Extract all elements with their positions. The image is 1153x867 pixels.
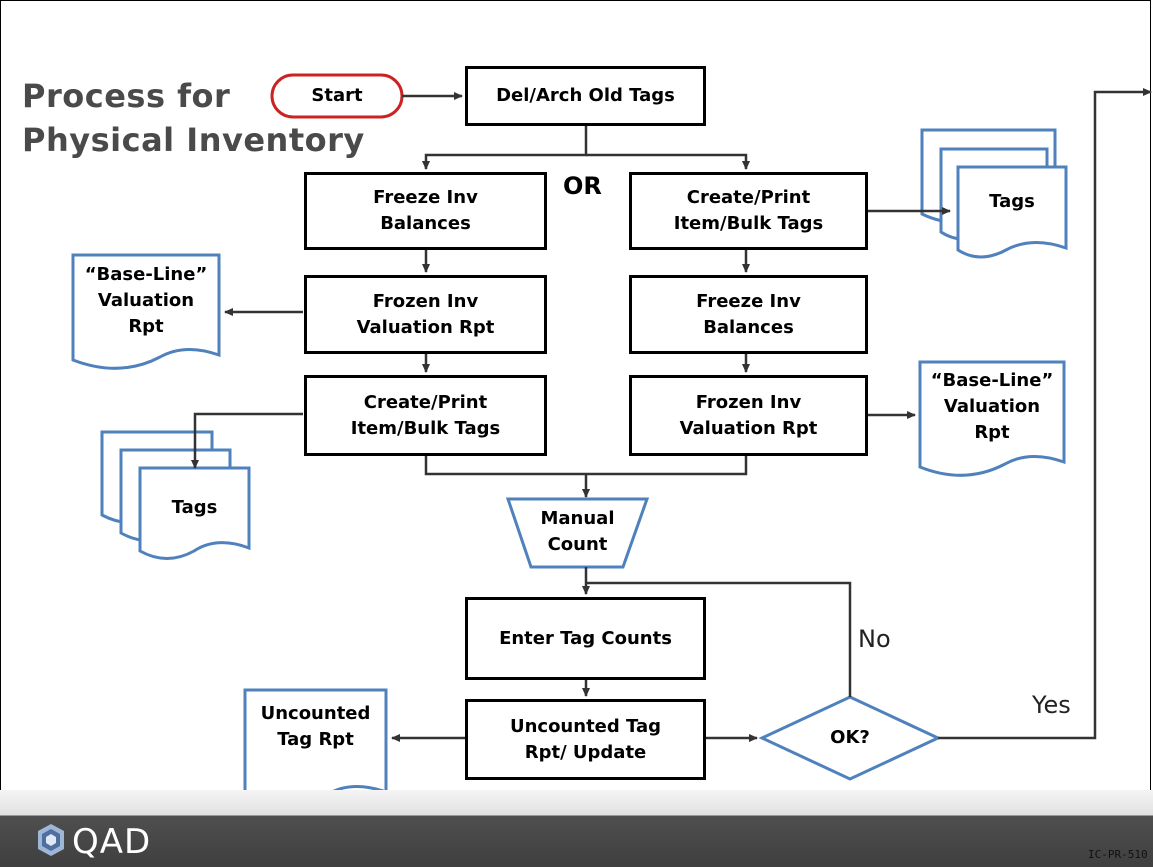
tags-doc-stack-right [920, 128, 1068, 259]
slide-code: IC-PR-510 [1088, 848, 1148, 861]
uncounted-rpt-line-2: Tag Rpt [277, 729, 354, 750]
decision-ok: OK? [800, 724, 900, 752]
baseline-right-line-2: Valuation [943, 396, 1041, 417]
del-arch-label: Del/Arch Old Tags [496, 85, 675, 106]
manual-count-line-2: Count [547, 534, 608, 555]
slide-title: Process for Physical Inventory [22, 74, 365, 162]
enter-tag-counts-label: Enter Tag Counts [499, 627, 672, 649]
uncounted-tag-rpt-doc: Uncounted Tag Rpt [245, 698, 386, 756]
edge-label-no: No [858, 625, 891, 653]
uncounted-update-box: Uncounted Tag Rpt/ Update [465, 699, 706, 780]
right-freeze-line-1: Freeze Inv [696, 290, 801, 312]
baseline-right-line-1: “Base-Line” [930, 370, 1054, 391]
right-create-tags-box: Create/Print Item/Bulk Tags [629, 172, 868, 250]
left-create-line-2: Item/Bulk Tags [350, 417, 501, 439]
left-frozen-line-1: Frozen Inv [372, 290, 479, 312]
left-freeze-inv-box: Freeze Inv Balances [304, 172, 547, 250]
manual-count-shape [505, 497, 650, 569]
tags-doc-stack-left [100, 430, 251, 560]
baseline-doc-right: “Base-Line” Valuation Rpt [920, 364, 1064, 450]
baseline-left-line-1: “Base-Line” [84, 264, 208, 285]
enter-tag-counts-box: Enter Tag Counts [465, 597, 706, 680]
right-frozen-line-2: Valuation Rpt [679, 417, 818, 439]
tags-right-label: Tags [989, 191, 1035, 212]
right-freeze-line-2: Balances [703, 316, 794, 338]
baseline-right-line-3: Rpt [974, 422, 1010, 443]
left-frozen-line-2: Valuation Rpt [356, 316, 495, 338]
decision-diamond-shape [758, 695, 942, 781]
title-line-2: Physical Inventory [22, 121, 365, 159]
uncounted-rpt-line-1: Uncounted [260, 703, 371, 724]
right-create-line-1: Create/Print [686, 187, 811, 208]
left-create-tags-box: Create/Print Item/Bulk Tags [304, 375, 547, 456]
start-terminal: Start [272, 75, 402, 117]
qad-logo-icon [38, 824, 64, 856]
left-freeze-line-2: Balances [380, 213, 471, 234]
right-frozen-rpt-box: Frozen Inv Valuation Rpt [629, 375, 868, 456]
qad-brand-text: QAD [72, 822, 152, 862]
manual-count-line-1: Manual [540, 508, 615, 529]
baseline-left-line-3: Rpt [128, 316, 164, 337]
baseline-doc-left: “Base-Line” Valuation Rpt [73, 258, 219, 344]
footer-bar [0, 790, 1153, 867]
decision-label: OK? [830, 727, 870, 748]
right-freeze-inv-box: Freeze Inv Balances [629, 275, 868, 354]
tags-left-label: Tags [171, 497, 218, 518]
title-line-1: Process for [22, 77, 231, 115]
right-frozen-line-1: Frozen Inv [695, 391, 802, 413]
edge-label-yes: Yes [1032, 691, 1071, 719]
start-label: Start [311, 85, 363, 106]
manual-count: Manual Count [515, 503, 640, 561]
baseline-doc-left-shape [71, 253, 221, 370]
left-create-line-1: Create/Print [363, 391, 488, 413]
baseline-left-line-2: Valuation [97, 290, 195, 311]
baseline-doc-right-shape [918, 360, 1066, 477]
uncounted-update-line-1: Uncounted Tag [509, 715, 662, 737]
tags-doc-right: Tags [960, 186, 1064, 218]
left-freeze-line-1: Freeze Inv [373, 187, 478, 208]
tags-doc-left: Tags [142, 492, 247, 524]
uncounted-update-line-2: Rpt/ Update [524, 741, 647, 763]
left-frozen-rpt-box: Frozen Inv Valuation Rpt [304, 275, 547, 354]
del-arch-old-tags-box: Del/Arch Old Tags [465, 66, 706, 126]
or-label: OR [563, 172, 602, 200]
right-create-line-2: Item/Bulk Tags [673, 213, 824, 234]
